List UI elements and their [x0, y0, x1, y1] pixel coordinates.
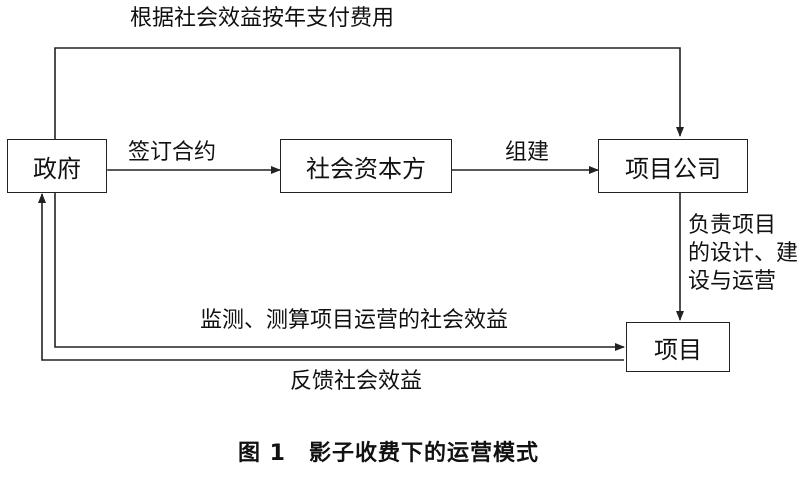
pay-fees-arrow — [54, 47, 684, 140]
monitor-label: 监测、测算项目运营的社会效益 — [200, 308, 509, 333]
project-label: 项目 — [654, 335, 702, 364]
establish-label: 组建 — [505, 140, 550, 165]
government-label: 政府 — [33, 154, 81, 183]
social-capital-label: 社会资本方 — [306, 154, 426, 183]
monitor-arrow — [54, 193, 625, 351]
social-capital-box: 社会资本方 — [280, 139, 452, 193]
feedback-arrow — [38, 193, 624, 361]
government-box: 政府 — [7, 139, 107, 193]
pay-fees-label: 根据社会效益按年支付费用 — [130, 6, 395, 31]
responsible-line-2: 的设计、建 — [688, 241, 799, 266]
figure-caption: 图 1 影子收费下的运营模式 — [238, 441, 539, 466]
responsible-line-1: 负责项目 — [688, 213, 777, 238]
project-company-box: 项目公司 — [598, 139, 748, 193]
responsible-label: 负责项目 的设计、建 设与运营 — [688, 212, 798, 296]
project-box: 项目 — [626, 322, 730, 372]
feedback-label: 反馈社会效益 — [290, 369, 423, 394]
responsible-line-3: 设与运营 — [688, 269, 777, 294]
project-company-label: 项目公司 — [625, 154, 721, 183]
sign-contract-label: 签订合约 — [128, 140, 217, 165]
